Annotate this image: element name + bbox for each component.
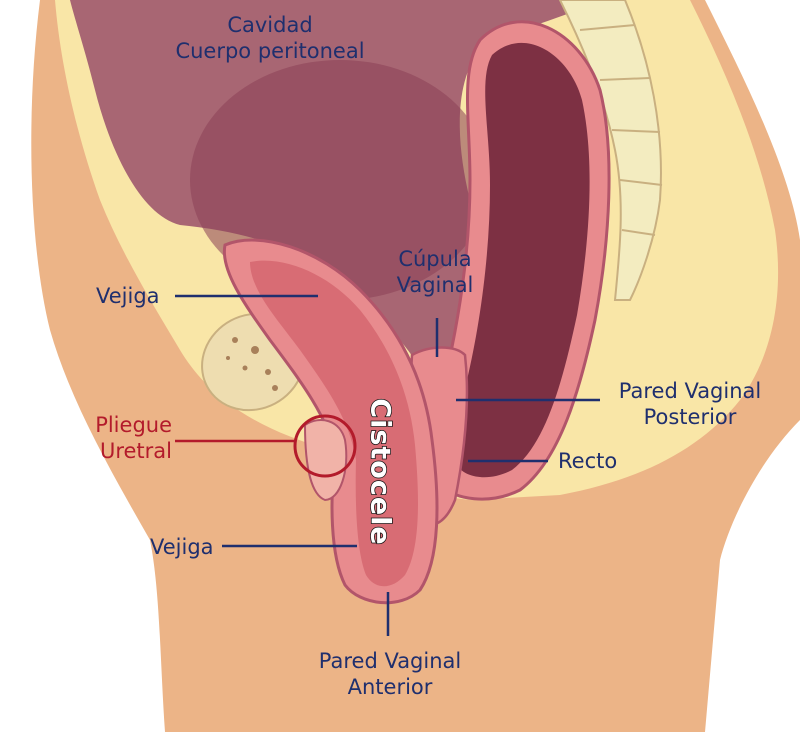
vejiga-bottom-label: Vejiga (150, 535, 214, 559)
cavidad-line1: Cavidad (227, 13, 313, 37)
leader-lines (175, 294, 600, 636)
pliegue-line1: Pliegue (95, 413, 172, 437)
pared-anterior-line1: Pared Vaginal (318, 649, 462, 673)
cavidad-label: Cavidad Cuerpo peritoneal (170, 12, 370, 64)
pubic-bone-dots (226, 337, 278, 391)
pared-posterior-line1: Pared Vaginal (618, 379, 762, 403)
bladder-lumen (250, 260, 418, 587)
sacrum-segments (579, 24, 663, 236)
rectum-lumen (454, 42, 590, 478)
urethral-fold (303, 419, 348, 502)
pared-posterior-label: Pared Vaginal Posterior (600, 378, 780, 430)
pared-anterior-line2: Anterior (347, 675, 433, 699)
pared-posterior-line2: Posterior (643, 405, 737, 429)
pliegue-highlight-circle (293, 414, 357, 478)
pliegue-label: Pliegue Uretral (70, 412, 172, 464)
recto-label: Recto (558, 449, 618, 473)
vejiga-top-label: Vejiga (96, 284, 160, 308)
pared-anterior-label: Pared Vaginal Anterior (290, 648, 490, 700)
pliegue-line2: Uretral (99, 439, 172, 463)
cistocele-label: Cistocele (364, 398, 397, 547)
cupula-line1: Cúpula (398, 247, 472, 271)
cavidad-line2: Cuerpo peritoneal (175, 39, 365, 63)
cupula-label: Cúpula Vaginal (370, 246, 500, 298)
cupula-line2: Vaginal (396, 273, 474, 297)
